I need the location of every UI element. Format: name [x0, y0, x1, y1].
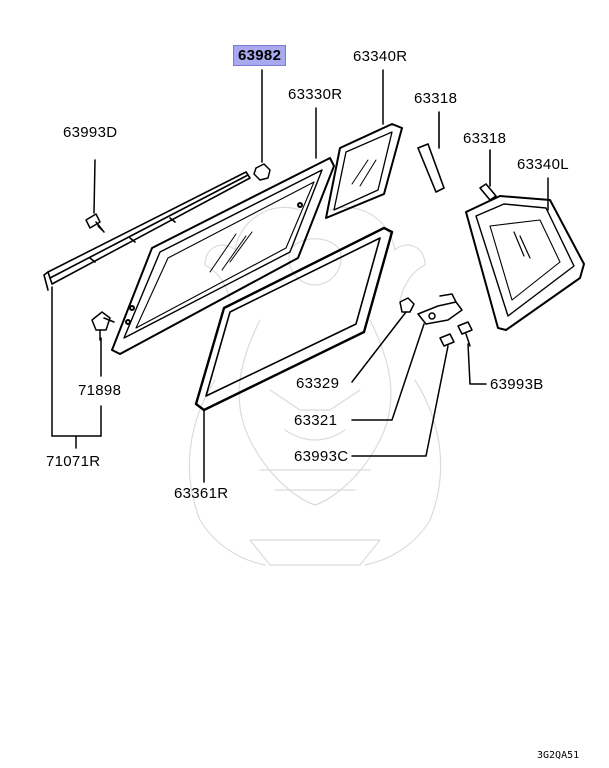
quarter-glass-63340L: [465, 177, 585, 331]
weatherstrip-63318-right: [417, 111, 445, 193]
quarter-glass-63340R: [325, 69, 403, 219]
part-label-63982[interactable]: 63982: [233, 45, 287, 66]
latch-63321: [351, 293, 463, 421]
screw-63993B: [457, 321, 487, 385]
part-label-63340R[interactable]: 63340R: [353, 48, 408, 65]
clip-71898: [91, 311, 115, 377]
part-label-71071R[interactable]: 71071R: [46, 453, 101, 470]
part-label-63993C[interactable]: 63993C: [294, 448, 349, 465]
part-label-63330R[interactable]: 63330R: [288, 86, 343, 103]
side-glass-63330R: [111, 107, 335, 355]
part-label-71898[interactable]: 71898: [78, 382, 122, 399]
part-label-63321[interactable]: 63321: [294, 412, 338, 429]
part-label-63318-right[interactable]: 63318: [414, 90, 458, 107]
part-label-63340L[interactable]: 63340L: [517, 156, 569, 173]
weatherstrip-63318-left: [479, 149, 497, 201]
screw-63993D: [85, 159, 105, 233]
watermark-emblem: [188, 206, 442, 566]
nut-63982: [253, 69, 271, 181]
diagram-code: 3G2QA51: [537, 750, 580, 761]
part-label-63993B[interactable]: 63993B: [490, 376, 544, 393]
leader-71071R: [51, 286, 102, 449]
part-label-63318-left[interactable]: 63318: [463, 130, 507, 147]
screw-63993C: [351, 333, 455, 457]
weatherstrip-63361R: [194, 226, 394, 483]
part-label-63361R[interactable]: 63361R: [174, 485, 229, 502]
molding-strip-71071R: [43, 171, 251, 291]
part-label-63329[interactable]: 63329: [296, 375, 340, 392]
clip-63329: [351, 297, 415, 383]
part-label-63993D[interactable]: 63993D: [63, 124, 118, 141]
